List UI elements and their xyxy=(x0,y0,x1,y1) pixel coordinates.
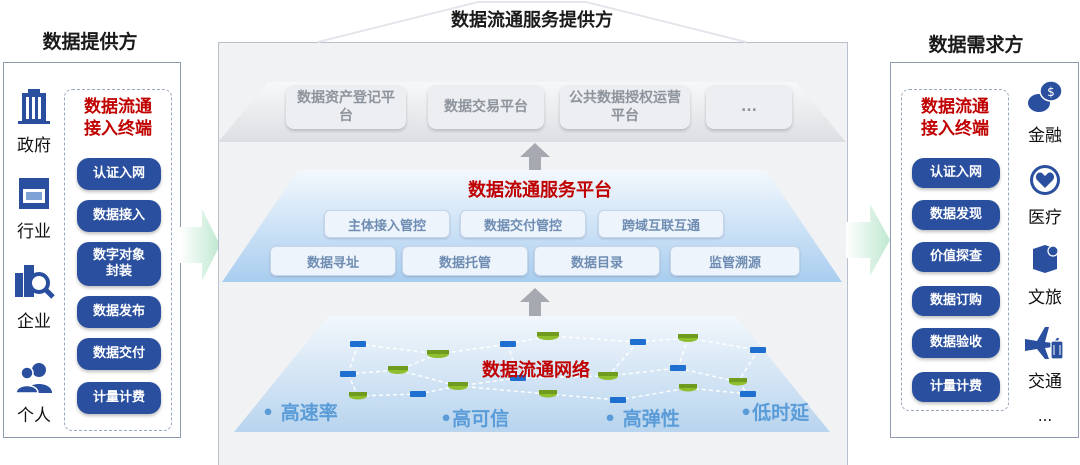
right-flow-arrow xyxy=(846,204,890,276)
left-flow-arrow xyxy=(180,209,220,281)
category-label: 企业 xyxy=(17,312,51,332)
government-building-icon xyxy=(18,89,50,124)
feature-low-latency: •低时延 xyxy=(740,402,810,424)
tourism-icon xyxy=(1033,245,1059,273)
terminal-title-line1: 数据流通 xyxy=(921,97,989,117)
btn-data-addressing[interactable]: 数据寻址 xyxy=(270,246,396,276)
service-provider-heading: 数据流通服务提供方 xyxy=(451,10,613,31)
terminal-title: 数据流通 接入终端 xyxy=(902,96,1008,140)
up-arrow-icon xyxy=(520,288,550,316)
category-label: 交通 xyxy=(1028,372,1062,392)
category-label: 文旅 xyxy=(1028,288,1062,308)
category-culture-tourism: 文旅 xyxy=(1015,241,1075,308)
pill-data-access[interactable]: 数据接入 xyxy=(77,200,161,232)
category-finance: $ 金融 xyxy=(1015,77,1075,146)
category-label: 医疗 xyxy=(1028,208,1062,228)
pill-data-ordering[interactable]: 数据订购 xyxy=(912,286,1000,316)
category-label: 个人 xyxy=(17,406,51,426)
feature-high-speed: • 高速率 xyxy=(262,402,338,424)
platform-more[interactable]: ... xyxy=(706,85,792,129)
heart-icon xyxy=(1030,165,1060,195)
btn-data-catalog[interactable]: 数据目录 xyxy=(534,246,660,276)
platform-public-data-operation[interactable]: 公共数据授权运营平台 xyxy=(560,85,690,129)
pill-auth-network[interactable]: 认证入网 xyxy=(77,158,161,190)
provider-heading: 数据提供方 xyxy=(42,31,138,53)
btn-data-delivery-control[interactable]: 数据交付管控 xyxy=(460,210,586,238)
pill-digital-object-encap[interactable]: 数字对象封装 xyxy=(77,242,161,286)
platform-label: 数据资产登记平台 xyxy=(297,90,395,124)
pill-metering-billing[interactable]: 计量计费 xyxy=(912,372,1000,402)
btn-data-hosting[interactable]: 数据托管 xyxy=(402,246,528,276)
tent-outline xyxy=(317,0,747,43)
industry-store-icon xyxy=(19,178,49,209)
airplane-luggage-icon xyxy=(1025,327,1064,360)
category-healthcare: 医疗 xyxy=(1015,163,1075,228)
platform-label: 数据交易平台 xyxy=(444,99,528,115)
finance-coins-icon: $ xyxy=(1028,80,1063,112)
category-label: 行业 xyxy=(17,222,51,242)
category-government: 政府 xyxy=(4,87,64,156)
category-transport: 交通 xyxy=(1015,325,1075,392)
category-industry: 行业 xyxy=(4,175,64,242)
pill-data-publish[interactable]: 数据发布 xyxy=(77,296,161,328)
pill-data-discovery[interactable]: 数据发现 xyxy=(912,200,1000,230)
pill-auth-network[interactable]: 认证入网 xyxy=(912,158,1000,188)
network-layer xyxy=(234,316,830,432)
category-label: 政府 xyxy=(17,136,51,156)
pill-data-acceptance[interactable]: 数据验收 xyxy=(912,328,1000,358)
demander-terminal-box: 数据流通 接入终端 认证入网 数据发现 价值探查 数据订购 数据验收 计量计费 xyxy=(901,89,1009,411)
terminal-title-line2: 接入终端 xyxy=(921,119,989,139)
category-enterprise: 企业 xyxy=(4,261,64,332)
platform-label: 公共数据授权运营平台 xyxy=(569,90,681,124)
feature-high-trust: •高可信 xyxy=(440,408,510,430)
category-label: ... xyxy=(1037,407,1053,425)
category-more: ... xyxy=(1015,405,1075,425)
pill-label: 数字对象封装 xyxy=(92,248,145,279)
enterprise-search-icon xyxy=(15,265,55,299)
platform-label: ... xyxy=(741,99,757,115)
demander-heading: 数据需求方 xyxy=(928,34,1024,56)
pill-metering-billing[interactable]: 计量计费 xyxy=(77,382,161,414)
feature-high-elasticity: • 高弹性 xyxy=(604,408,680,430)
btn-cross-domain-interconnect[interactable]: 跨域互联互通 xyxy=(598,210,724,238)
category-label: 金融 xyxy=(1028,126,1062,146)
demander-panel: 数据流通 接入终端 认证入网 数据发现 价值探查 数据订购 数据验收 计量计费 … xyxy=(890,62,1079,438)
terminal-title-line1: 数据流通 xyxy=(84,97,152,117)
btn-supervision-traceability[interactable]: 监管溯源 xyxy=(670,246,800,276)
pill-value-exploration[interactable]: 价值探查 xyxy=(912,242,1000,272)
up-arrow-icon xyxy=(520,143,550,171)
svg-text:$: $ xyxy=(1047,85,1055,99)
network-title: 数据流通网络 xyxy=(482,360,590,381)
provider-panel: 政府 行业 企业 个人 数据流通 接入终端 xyxy=(3,62,181,438)
btn-entity-access-control[interactable]: 主体接入管控 xyxy=(324,210,450,238)
category-individual: 个人 xyxy=(4,361,64,426)
platform-data-trading[interactable]: 数据交易平台 xyxy=(428,85,544,129)
platform-asset-registration[interactable]: 数据资产登记平台 xyxy=(286,85,406,129)
terminal-title-line2: 接入终端 xyxy=(84,119,152,139)
pill-data-delivery[interactable]: 数据交付 xyxy=(77,338,161,370)
provider-terminal-box: 数据流通 接入终端 认证入网 数据接入 数字对象封装 数据发布 数据交付 计量计… xyxy=(64,89,172,431)
people-icon xyxy=(15,363,52,394)
terminal-title: 数据流通 接入终端 xyxy=(65,96,171,140)
service-platform-title: 数据流通服务平台 xyxy=(468,180,612,201)
